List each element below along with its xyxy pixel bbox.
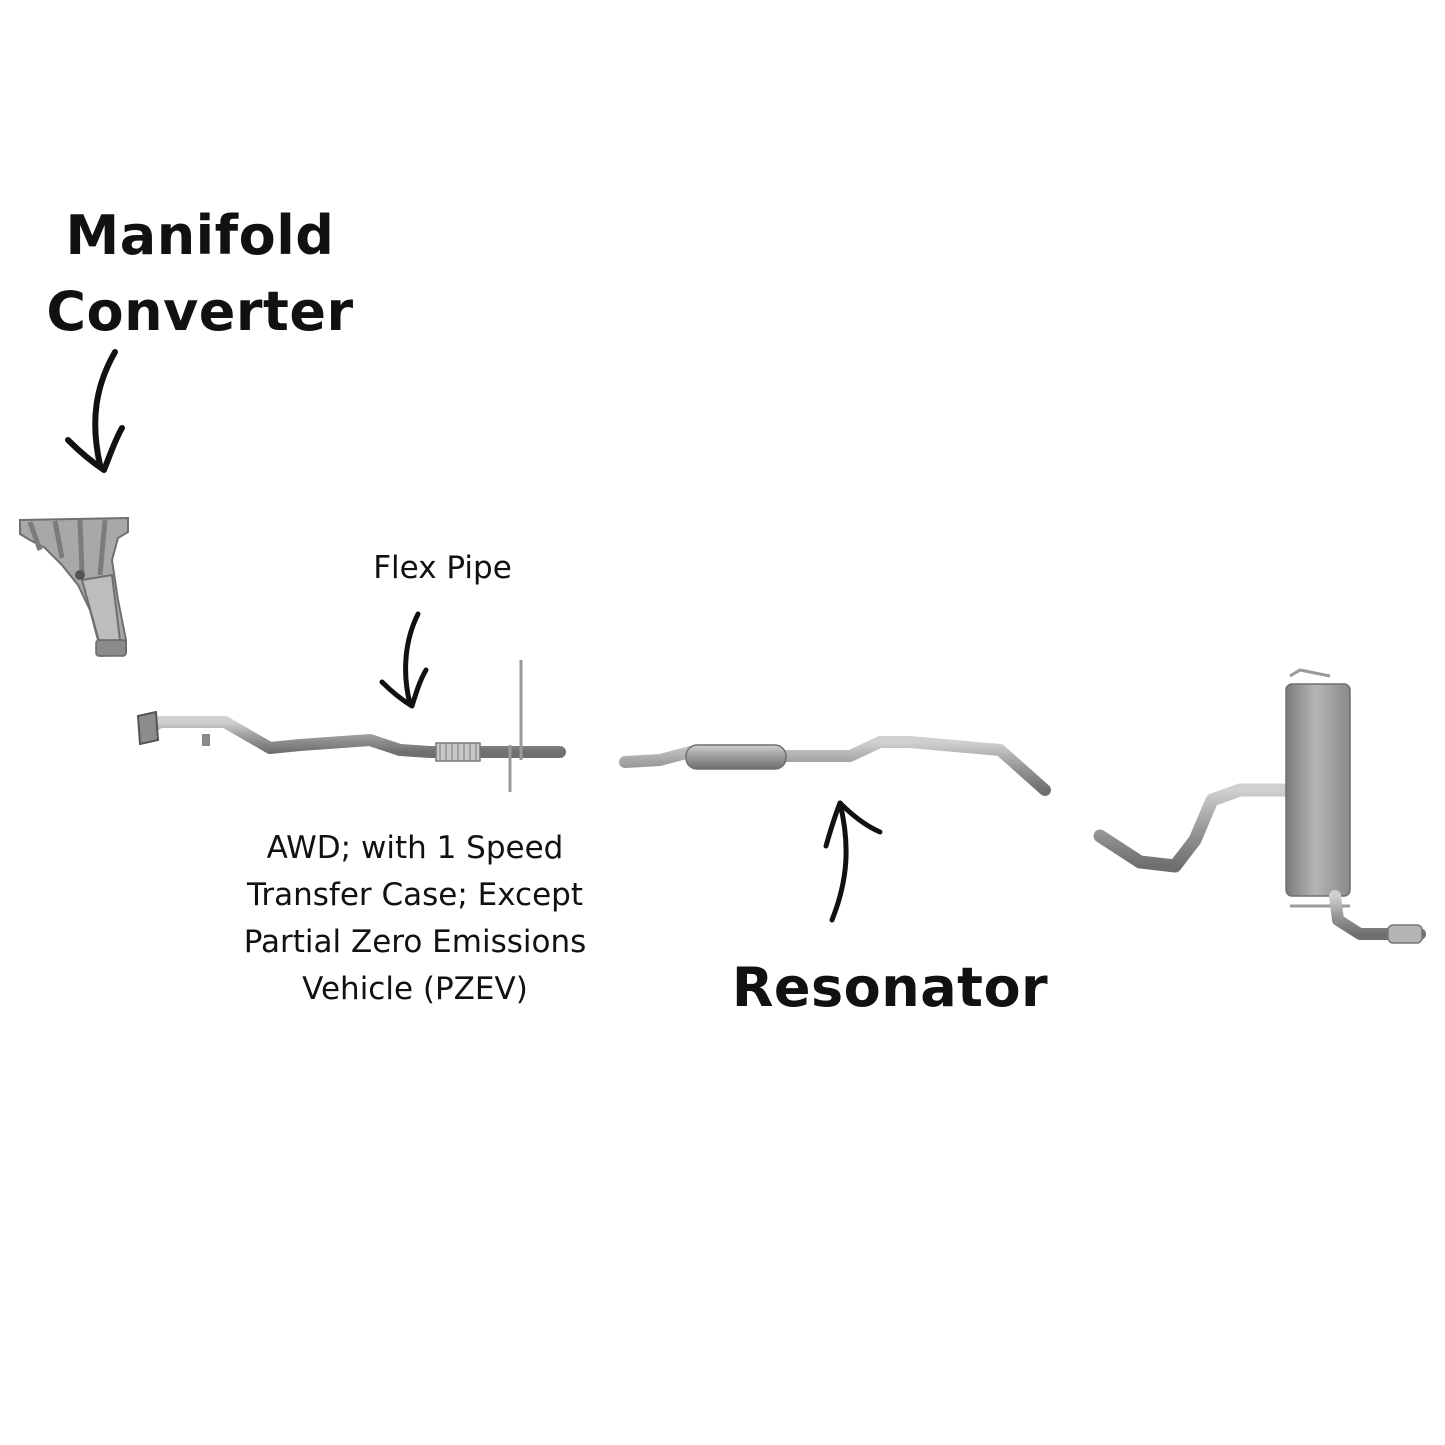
manifold-label-line-2: Converter (46, 280, 354, 343)
arrow-icon (823, 800, 883, 849)
arrow-icon (65, 425, 125, 473)
fitment-note-line-3: Partial Zero Emissions (243, 924, 587, 960)
arrow-icon (92, 349, 118, 468)
resonator-label: Resonator (731, 956, 1049, 1019)
resonator-pipe-part (619, 736, 1051, 796)
muffler-assembly-part (1093, 668, 1426, 944)
manifold-converter-label: Manifold Converter (30, 198, 370, 350)
manifold-label-line-1: Manifold (65, 204, 335, 267)
fitment-note-line-1: AWD; with 1 Speed (266, 830, 564, 866)
front-pipe-part (136, 660, 566, 792)
arrow-icon (829, 800, 849, 923)
manifold-converter-part (19, 516, 129, 658)
arrow-icon (379, 667, 429, 709)
fitment-note: AWD; with 1 Speed Transfer Case; Except … (195, 825, 635, 1013)
fitment-note-line-4: Vehicle (PZEV) (302, 971, 528, 1007)
fitment-note-line-2: Transfer Case; Except (246, 877, 583, 913)
flex-pipe-label: Flex Pipe (373, 550, 512, 586)
arrow-icon (403, 611, 421, 707)
